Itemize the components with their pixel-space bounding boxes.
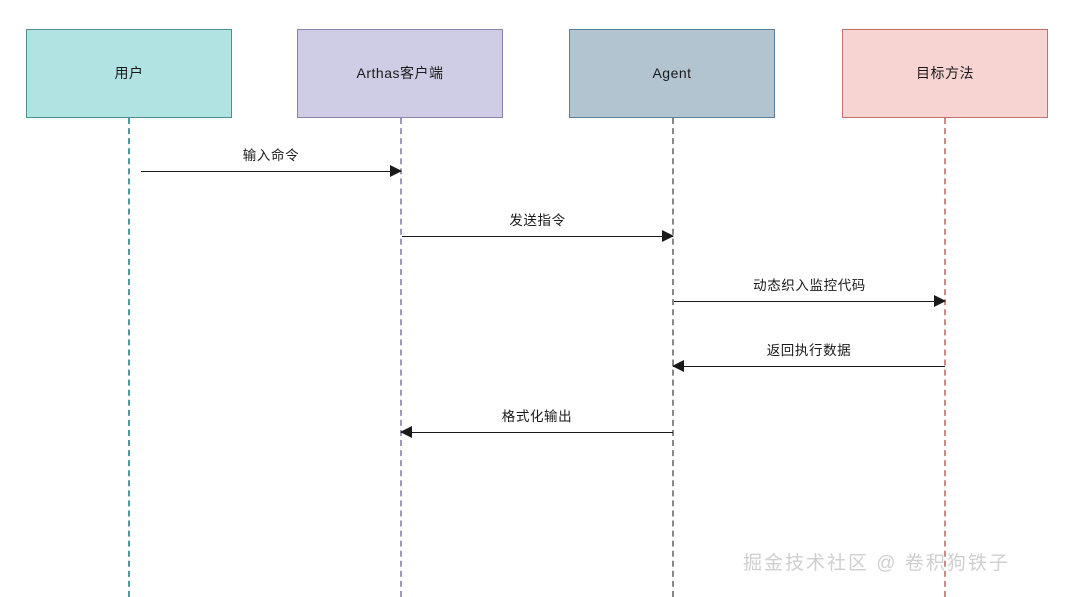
message-line-m5 xyxy=(401,432,673,433)
arrowhead-left-icon xyxy=(672,360,684,372)
participant-label-agent: Agent xyxy=(652,65,692,82)
participant-box-agent[interactable]: Agent xyxy=(569,29,775,118)
arrowhead-right-icon xyxy=(390,165,402,177)
watermark: 掘金技术社区 @ 卷积狗铁子 xyxy=(743,553,1010,574)
message-label-m4: 返回执行数据 xyxy=(766,343,852,358)
arrowhead-right-icon xyxy=(662,230,674,242)
message-label-m2: 发送指令 xyxy=(509,213,566,228)
participant-box-user[interactable]: 用户 xyxy=(26,29,232,118)
arrowhead-right-icon xyxy=(934,295,946,307)
message-line-m2 xyxy=(402,236,673,237)
message-line-m4 xyxy=(673,366,945,367)
message-line-m3 xyxy=(674,301,945,302)
lifeline-agent xyxy=(672,118,674,597)
message-label-m3: 动态织入监控代码 xyxy=(753,278,866,293)
message-line-m1 xyxy=(141,171,401,172)
participant-label-user: 用户 xyxy=(114,65,144,82)
message-label-m5: 格式化输出 xyxy=(501,409,573,424)
participant-box-target-method[interactable]: 目标方法 xyxy=(842,29,1048,118)
lifeline-user xyxy=(128,118,130,597)
participant-box-arthas-client[interactable]: Arthas客户端 xyxy=(297,29,503,118)
message-label-m1: 输入命令 xyxy=(242,148,300,163)
participant-label-target-method: 目标方法 xyxy=(916,65,974,82)
lifeline-target-method xyxy=(944,118,946,597)
lifeline-arthas-client xyxy=(400,118,402,597)
participant-label-arthas-client: Arthas客户端 xyxy=(356,65,444,82)
arrowhead-left-icon xyxy=(400,426,412,438)
